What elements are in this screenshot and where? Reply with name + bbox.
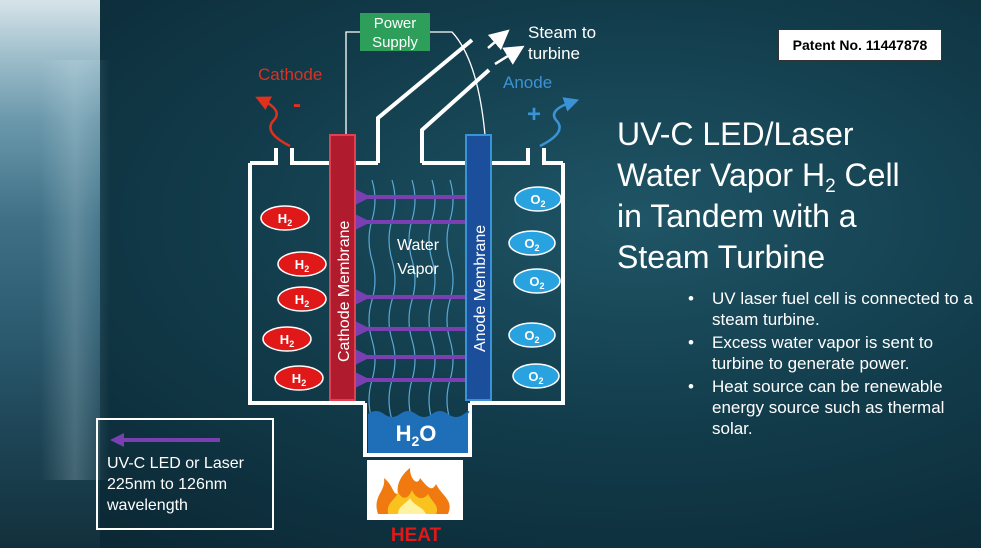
o2-molecule: O2 <box>508 230 556 256</box>
o2-letter: O <box>528 369 538 384</box>
legend-text: UV-C LED or Laser 225nm to 126nm wavelen… <box>107 453 272 516</box>
h2-molecule: H2 <box>262 326 312 352</box>
legend-line-1: UV-C LED or Laser <box>107 455 244 472</box>
slide-title: UV-C LED/Laser Water Vapor H2 Cell in Ta… <box>617 114 977 278</box>
svg-text:O2: O2 <box>524 236 539 253</box>
svg-text:O2: O2 <box>524 328 539 345</box>
title-line-2-pre: Water Vapor H <box>617 157 826 193</box>
h2-letter: H <box>295 257 304 272</box>
h2-subscript: 2 <box>304 299 309 309</box>
minus-sign: - <box>293 91 301 118</box>
o2-letter: O <box>529 274 539 289</box>
svg-text:H2: H2 <box>280 332 294 349</box>
patent-number-box: Patent No. 11447878 <box>778 29 942 61</box>
bullet-item: UV laser fuel cell is connected to a ste… <box>688 288 978 330</box>
ocean-wave-image <box>0 0 110 548</box>
h2-out-arrow <box>255 96 291 148</box>
water-reservoir-wall <box>363 403 472 457</box>
h2o-h: H <box>396 421 412 446</box>
o2-molecules: O2 O2 O2 O2 O2 <box>508 186 562 389</box>
h2-letter: H <box>280 332 289 347</box>
h2-molecule: H2 <box>274 365 324 391</box>
anode-wire <box>430 31 486 136</box>
h2-subscript: 2 <box>289 339 294 349</box>
svg-text:H2: H2 <box>292 371 306 388</box>
bullet-item: Excess water vapor is sent to turbine to… <box>688 332 978 374</box>
svg-text:H2: H2 <box>295 257 309 274</box>
bullet-list: UV laser fuel cell is connected to a ste… <box>688 288 978 441</box>
title-line-2: Water Vapor H2 Cell <box>617 155 977 196</box>
title-line-4: Steam Turbine <box>617 239 826 275</box>
h2-letter: H <box>278 211 287 226</box>
power-supply-label-2: Supply <box>372 34 418 51</box>
o2-subscript: 2 <box>535 243 540 253</box>
water-reservoir <box>368 411 470 453</box>
h2-molecule: H2 <box>277 286 327 312</box>
title-line-2-sub: 2 <box>825 176 836 197</box>
o2-letter: O <box>524 328 534 343</box>
water-vapor-lines <box>368 179 454 421</box>
h2-letter: H <box>292 371 301 386</box>
title-line-3: in Tandem with a <box>617 198 857 234</box>
uv-arrows <box>347 185 466 392</box>
o2-subscript: 2 <box>539 376 544 386</box>
h2-subscript: 2 <box>301 378 306 388</box>
steam-label-1: Steam to <box>528 23 596 42</box>
cell-wall <box>248 163 565 405</box>
cathode-wire <box>345 31 360 135</box>
svg-text:O2: O2 <box>530 192 545 209</box>
h2-subscript: 2 <box>304 264 309 274</box>
power-supply-label-1: Power <box>374 15 417 32</box>
anode-label: Anode <box>503 73 552 92</box>
flame-icon <box>376 468 450 514</box>
cathode-membrane <box>329 134 356 401</box>
title-line-1: UV-C LED/Laser <box>617 116 854 152</box>
h2o-label: H2O <box>396 421 437 449</box>
cathode-membrane-label: Cathode Membrane <box>336 220 353 362</box>
heat-label: HEAT <box>391 525 442 546</box>
o2-out-arrow <box>539 97 580 148</box>
svg-text:H2: H2 <box>295 292 309 309</box>
o2-letter: O <box>524 236 534 251</box>
h2-molecules: H2 H2 H2 H2 H2 <box>260 205 327 391</box>
title-line-2-post: Cell <box>835 157 900 193</box>
o2-subscript: 2 <box>535 335 540 345</box>
o2-molecule: O2 <box>514 186 562 212</box>
h2-subscript: 2 <box>287 218 292 228</box>
o2-letter: O <box>530 192 540 207</box>
water-vapor-label-1: Water <box>397 237 440 254</box>
steam-arrow-1 <box>487 29 510 51</box>
bullet-item: Heat source can be renewable energy sour… <box>688 376 978 439</box>
svg-text:H2: H2 <box>278 211 292 228</box>
h2o-o: O <box>419 421 436 446</box>
legend-line-2: 225nm to 126nm <box>107 476 228 493</box>
o2-molecule: O2 <box>508 322 556 348</box>
steam-label-2: turbine <box>528 44 580 63</box>
svg-text:O2: O2 <box>529 274 544 291</box>
o2-subscript: 2 <box>541 199 546 209</box>
steam-pipe <box>376 38 491 163</box>
svg-text:O2: O2 <box>528 369 543 386</box>
anode-membrane-label: Anode Membrane <box>472 225 489 352</box>
anode-membrane <box>465 134 492 401</box>
legend-uv-arrow <box>110 433 220 447</box>
h2-letter: H <box>295 292 304 307</box>
h2-molecule: H2 <box>277 251 327 277</box>
h2o-subscript: 2 <box>411 433 419 449</box>
legend-line-3: wavelength <box>107 497 188 514</box>
o2-molecule: O2 <box>513 268 561 294</box>
power-supply-box <box>360 13 430 51</box>
h2-molecule: H2 <box>260 205 310 231</box>
o2-molecule: O2 <box>512 363 560 389</box>
cathode-label: Cathode <box>258 65 322 84</box>
cell-lid <box>250 148 563 165</box>
water-vapor-label-2: Vapor <box>397 261 439 278</box>
plus-sign: + <box>527 101 541 128</box>
legend-box: UV-C LED or Laser 225nm to 126nm wavelen… <box>96 418 274 530</box>
o2-subscript: 2 <box>540 281 545 291</box>
steam-arrow-2 <box>494 45 525 66</box>
